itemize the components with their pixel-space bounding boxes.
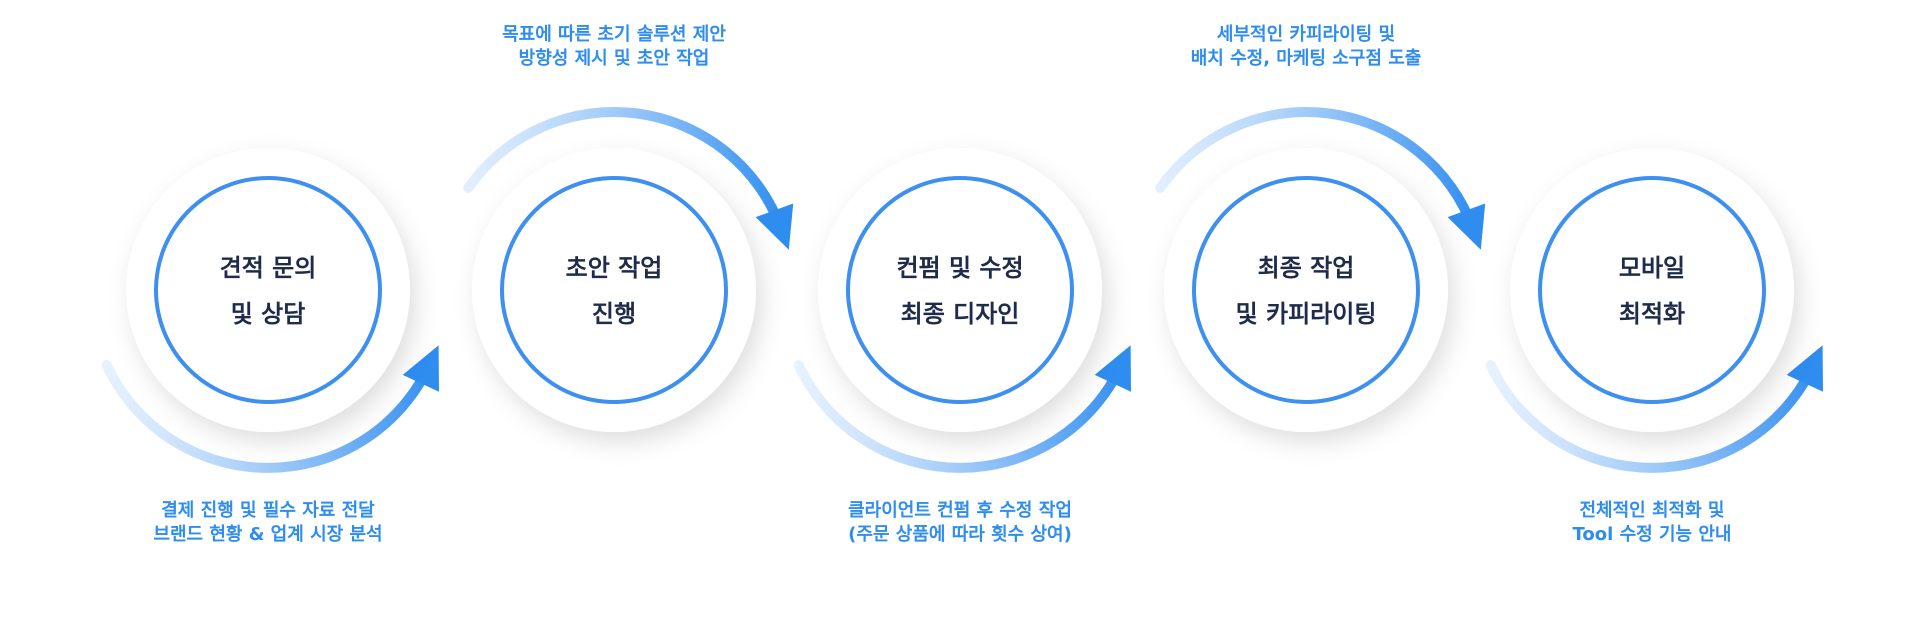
step-5-label-line-1: 모바일: [1619, 254, 1685, 282]
step-3-caption-line-1: 클라이언트 컨펌 후 수정 작업: [848, 500, 1072, 521]
step-4-caption-line-2: 배치 수정, 마케팅 소구점 도출: [1191, 48, 1422, 69]
step-3-label-line-2: 최종 디자인: [901, 300, 1020, 328]
step-5-caption-line-1: 전체적인 최적화 및: [1579, 500, 1724, 521]
step-2-caption-line-1: 목표에 따른 초기 솔루션 제안: [502, 24, 726, 45]
arrow-head-4: [1447, 203, 1486, 250]
flow-arrow-5: [1485, 360, 1819, 473]
flow-arrow-3: [793, 360, 1127, 473]
step-4-label-line-1: 최종 작업: [1258, 254, 1355, 282]
step-1-caption-line-1: 결제 진행 및 필수 자료 전달: [161, 500, 375, 521]
step-4-caption-line-1: 세부적인 카피라이팅 및: [1217, 24, 1395, 45]
arrow-head-5: [1786, 345, 1823, 392]
step-3-label-line-1: 컨펌 및 수정: [896, 254, 1023, 282]
step-1-label-line-1: 견적 문의: [220, 254, 317, 282]
step-2-caption-line-2: 방향성 제시 및 초안 작업: [519, 48, 710, 69]
flow-arrow-2: [463, 107, 787, 235]
step-2-label-line-1: 초안 작업: [566, 254, 663, 282]
step-3-caption-line-2: (주문 상품에 따라 횟수 상여): [848, 524, 1072, 545]
arrow-head-3: [1094, 345, 1131, 392]
arrow-head-1: [402, 345, 439, 392]
step-1-label-line-2: 및 상담: [231, 300, 306, 328]
arrows-layer: [101, 107, 1823, 473]
arrow-head-2: [755, 203, 794, 250]
step-4-ring: [1192, 176, 1420, 404]
step-1-ring: [154, 176, 382, 404]
step-4-label-line-2: 및 카피라이팅: [1236, 300, 1377, 328]
step-4: 최종 작업및 카피라이팅: [1164, 148, 1448, 432]
step-2-label-line-2: 진행: [592, 300, 636, 328]
step-5-ring: [1538, 176, 1766, 404]
step-3-ring: [846, 176, 1074, 404]
step-1: 견적 문의및 상담: [126, 148, 410, 432]
step-5-label-line-2: 최적화: [1619, 300, 1685, 328]
step-1-caption-line-2: 브랜드 현황 & 업계 시장 분석: [153, 524, 382, 545]
flow-arrow-4: [1155, 107, 1479, 235]
step-5-caption-line-2: Tool 수정 기능 안내: [1573, 524, 1732, 545]
step-2-ring: [500, 176, 728, 404]
flow-arrow-1: [101, 360, 435, 473]
